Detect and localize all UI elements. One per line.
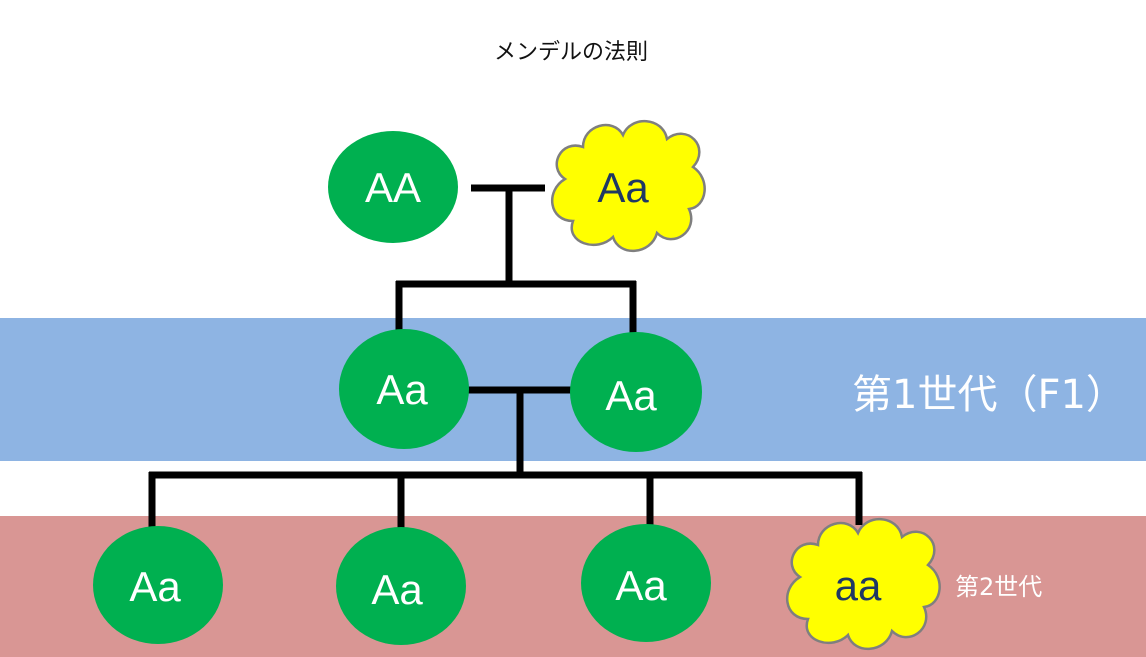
connector-lines — [148, 184, 863, 528]
diagram-title-text: メンデルの法則 — [493, 40, 648, 65]
node-genotype: Aa — [129, 563, 181, 610]
parent-node-dominant: AA — [328, 131, 458, 243]
f1-node-2: Aa — [570, 332, 702, 452]
node-genotype: AA — [365, 164, 421, 211]
diagram-title: メンデルの法則 — [0, 34, 1146, 66]
f1-generation-label: 第1世代（F1） — [852, 372, 1126, 418]
node-genotype: Aa — [615, 562, 667, 609]
node-genotype: aa — [835, 562, 882, 609]
node-genotype: Aa — [376, 366, 428, 413]
f2-node-2: Aa — [336, 527, 466, 645]
f2-node-1: Aa — [93, 526, 223, 644]
node-genotype: Aa — [605, 372, 657, 419]
parent-node-recessive-carrier: Aa — [550, 119, 706, 253]
f2-node-4-recessive: aa — [785, 517, 941, 651]
f2-node-3: Aa — [581, 524, 711, 642]
f1-node-1: Aa — [339, 329, 469, 449]
node-genotype: Aa — [371, 566, 423, 613]
f2-generation-label: 第2世代 — [955, 573, 1043, 601]
node-genotype: Aa — [597, 164, 649, 211]
